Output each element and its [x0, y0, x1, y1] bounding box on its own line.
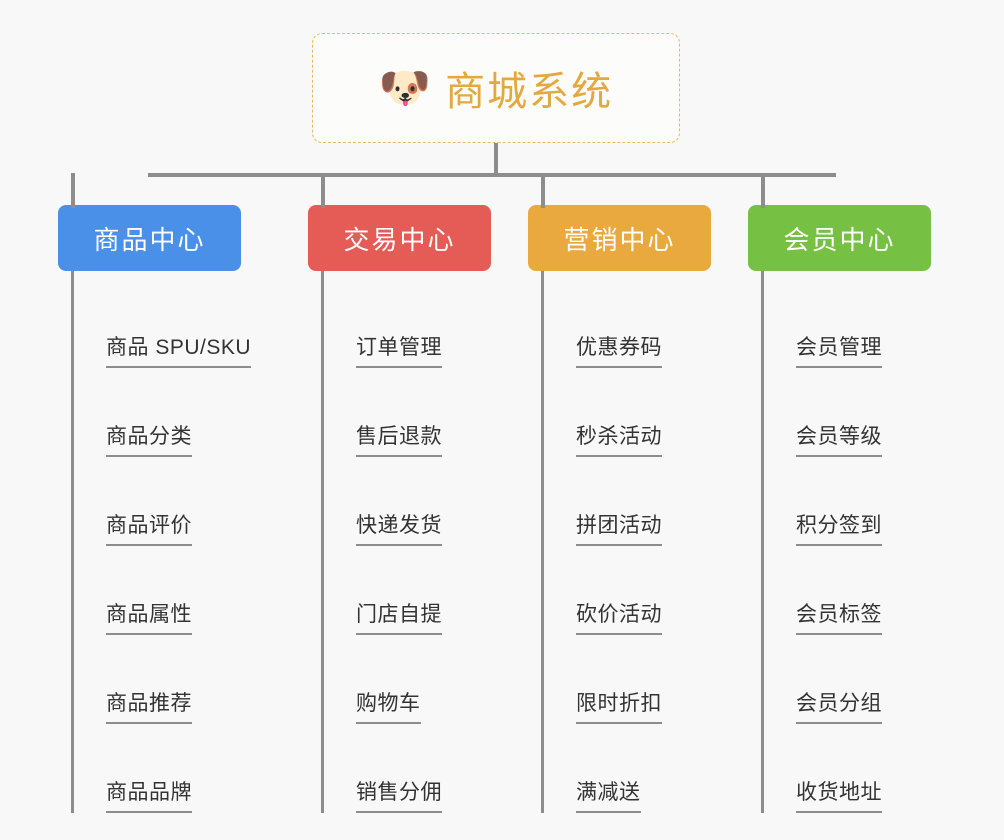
connector-drop-product-center: [71, 173, 75, 208]
leaf-item-label: 商品分类: [106, 424, 192, 457]
leaf-item[interactable]: 收货地址: [764, 724, 968, 813]
root-node-label: 商城系统: [445, 70, 614, 114]
leaf-item-label: 商品推荐: [106, 691, 192, 724]
column-product-center: 商品中心商品 SPU/SKU 商品分类商品评价商品属性商品推荐商品品牌: [58, 205, 278, 813]
category-header-product-center[interactable]: 商品中心: [58, 205, 241, 271]
category-header-label: 商品中心: [93, 224, 206, 255]
root-node[interactable]: 🐶 商城系统: [312, 33, 680, 143]
leaf-item[interactable]: 快递发货: [324, 457, 528, 546]
leaf-item-label: 售后退款: [356, 424, 442, 457]
leaf-list-trade-center: 订单管理售后退款快递发货门店自提购物车销售分佣: [321, 271, 528, 813]
leaf-item-label: 商品属性: [106, 602, 192, 635]
leaf-item[interactable]: 商品属性: [74, 546, 278, 635]
connector-root-vertical: [494, 143, 498, 175]
column-marketing-center: 营销中心优惠券码秒杀活动拼团活动砍价活动限时折扣满减送: [528, 205, 748, 813]
leaf-item-label: 商品评价: [106, 513, 192, 546]
leaf-item-label: 收货地址: [796, 780, 882, 813]
leaf-item[interactable]: 秒杀活动: [544, 368, 748, 457]
leaf-item[interactable]: 优惠券码: [544, 279, 748, 368]
connector-drop-member-center: [761, 173, 765, 208]
leaf-item-label: 会员标签: [796, 602, 882, 635]
leaf-item-label: 拼团活动: [576, 513, 662, 546]
leaf-item-label: 购物车: [356, 691, 421, 724]
leaf-item-label: 砍价活动: [576, 602, 662, 635]
leaf-list-product-center: 商品 SPU/SKU 商品分类商品评价商品属性商品推荐商品品牌: [71, 271, 278, 813]
leaf-item[interactable]: 会员标签: [764, 546, 968, 635]
leaf-item-label: 商品品牌: [106, 780, 192, 813]
leaf-item-label: 商品 SPU/SKU: [106, 335, 252, 368]
leaf-item-label: 会员等级: [796, 424, 882, 457]
leaf-list-marketing-center: 优惠券码秒杀活动拼团活动砍价活动限时折扣满减送: [541, 271, 748, 813]
leaf-item[interactable]: 满减送: [544, 724, 748, 813]
category-header-label: 交易中心: [343, 224, 456, 255]
leaf-item[interactable]: 会员等级: [764, 368, 968, 457]
leaf-item-label: 会员管理: [796, 335, 882, 368]
category-header-label: 会员中心: [783, 224, 896, 255]
leaf-item[interactable]: 积分签到: [764, 457, 968, 546]
leaf-item[interactable]: 拼团活动: [544, 457, 748, 546]
leaf-item[interactable]: 购物车: [324, 635, 528, 724]
leaf-item[interactable]: 商品品牌: [74, 724, 278, 813]
leaf-item-label: 门店自提: [356, 602, 442, 635]
category-header-label: 营销中心: [563, 224, 676, 255]
leaf-item-label: 快递发货: [356, 513, 442, 546]
leaf-item[interactable]: 门店自提: [324, 546, 528, 635]
leaf-list-member-center: 会员管理会员等级积分签到会员标签会员分组收货地址: [761, 271, 968, 813]
category-header-marketing-center[interactable]: 营销中心: [528, 205, 711, 271]
leaf-item[interactable]: 商品 SPU/SKU: [74, 279, 278, 368]
connector-drop-trade-center: [321, 173, 325, 208]
leaf-item-label: 订单管理: [356, 335, 442, 368]
leaf-item[interactable]: 商品分类: [74, 368, 278, 457]
leaf-item-label: 积分签到: [796, 513, 882, 546]
leaf-item[interactable]: 订单管理: [324, 279, 528, 368]
category-header-trade-center[interactable]: 交易中心: [308, 205, 491, 271]
leaf-item-label: 优惠券码: [576, 335, 662, 368]
leaf-item[interactable]: 会员管理: [764, 279, 968, 368]
category-header-member-center[interactable]: 会员中心: [748, 205, 931, 271]
leaf-item[interactable]: 销售分佣: [324, 724, 528, 813]
leaf-item[interactable]: 商品评价: [74, 457, 278, 546]
column-member-center: 会员中心会员管理会员等级积分签到会员标签会员分组收货地址: [748, 205, 968, 813]
connector-drop-marketing-center: [541, 173, 545, 208]
leaf-item[interactable]: 售后退款: [324, 368, 528, 457]
leaf-item-label: 限时折扣: [576, 691, 662, 724]
leaf-item-label: 满减送: [576, 780, 641, 813]
leaf-item[interactable]: 砍价活动: [544, 546, 748, 635]
column-trade-center: 交易中心订单管理售后退款快递发货门店自提购物车销售分佣: [308, 205, 528, 813]
leaf-item-label: 秒杀活动: [576, 424, 662, 457]
leaf-item-label: 销售分佣: [356, 780, 442, 813]
shiba-dog-icon: 🐶: [378, 64, 432, 111]
leaf-item-label: 会员分组: [796, 691, 882, 724]
leaf-item[interactable]: 限时折扣: [544, 635, 748, 724]
leaf-item[interactable]: 商品推荐: [74, 635, 278, 724]
leaf-item[interactable]: 会员分组: [764, 635, 968, 724]
connector-horizontal-bus: [148, 173, 836, 177]
